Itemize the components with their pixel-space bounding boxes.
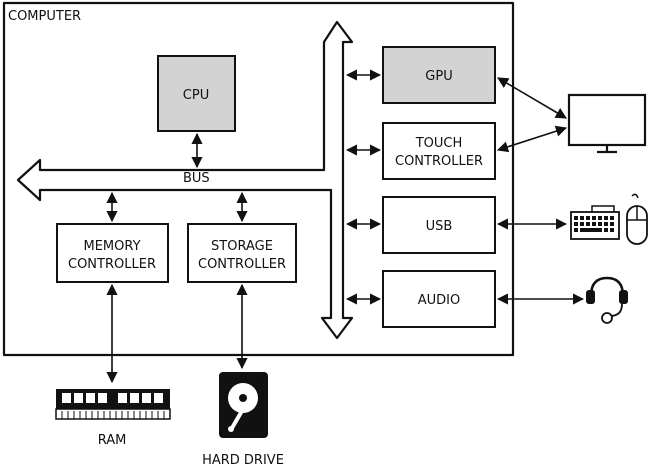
usb-label: USB	[426, 219, 453, 234]
touch-monitor-link	[496, 125, 568, 153]
gpu-monitor-link	[497, 77, 567, 119]
gpu-box: GPU	[382, 46, 496, 104]
monitor-icon	[567, 93, 647, 154]
cpu-label: CPU	[183, 88, 209, 103]
hard-drive-icon: HARD DRIVE	[202, 372, 284, 468]
ram-label: RAM	[98, 433, 127, 448]
computer-enclosure: COMPUTER	[2, 1, 515, 357]
ram-icon: RAM	[55, 389, 171, 448]
storage-controller-label-2: CONTROLLER	[198, 257, 286, 272]
memory-controller-label-2: CONTROLLER	[68, 257, 156, 272]
usb-box: USB	[382, 196, 496, 254]
cpu-box: CPU	[157, 55, 236, 132]
gpu-label: GPU	[425, 69, 452, 84]
touch-controller-label-1: TOUCH	[415, 136, 463, 151]
audio-box: AUDIO	[382, 270, 496, 328]
system-bus: BUS	[16, 20, 354, 340]
bus-label: BUS	[183, 171, 210, 186]
keyboard-icon	[570, 205, 620, 240]
hard-drive-label: HARD DRIVE	[202, 453, 284, 468]
storage-controller-box: STORAGE CONTROLLER	[187, 223, 297, 283]
storage-controller-label-1: STORAGE	[211, 239, 273, 254]
memory-controller-box: MEMORY CONTROLLER	[56, 223, 169, 283]
computer-label: COMPUTER	[8, 9, 81, 24]
mouse-icon	[626, 193, 648, 245]
touch-controller-label-2: CONTROLLER	[395, 154, 483, 169]
touch-controller-box: TOUCH CONTROLLER	[382, 122, 496, 180]
headset-icon	[586, 276, 628, 324]
audio-label: AUDIO	[418, 293, 461, 308]
memory-controller-label-1: MEMORY	[83, 239, 140, 254]
